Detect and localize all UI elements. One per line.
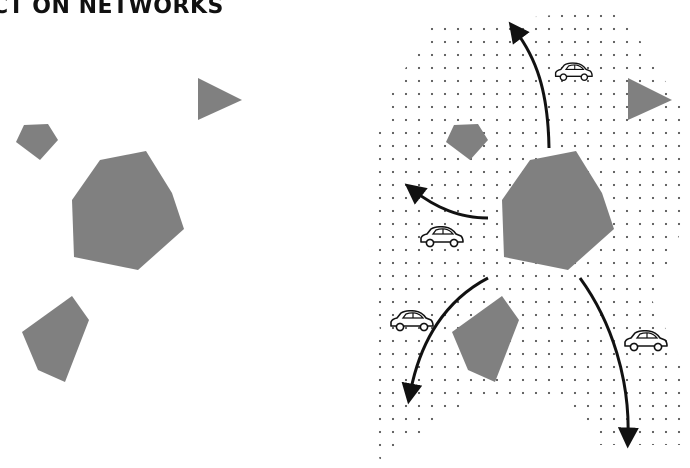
arrow-down-left (401, 276, 489, 405)
arrow-up (508, 21, 551, 149)
triangle-shape (198, 78, 242, 120)
arrow-down-right (578, 277, 639, 449)
right-panel (368, 8, 690, 460)
page-title: CT ON NETWORKS (0, 0, 224, 19)
arrow-left (404, 183, 489, 220)
small-pentagon-shape (16, 124, 58, 160)
small-pentagon-shape (446, 124, 488, 160)
triangle-shape (628, 78, 672, 120)
lower-polygon-shape (22, 296, 89, 382)
large-hexagon-shape (72, 151, 184, 270)
left-panel (16, 78, 242, 382)
lower-polygon-shape (452, 296, 519, 382)
large-hexagon-shape (502, 151, 614, 270)
